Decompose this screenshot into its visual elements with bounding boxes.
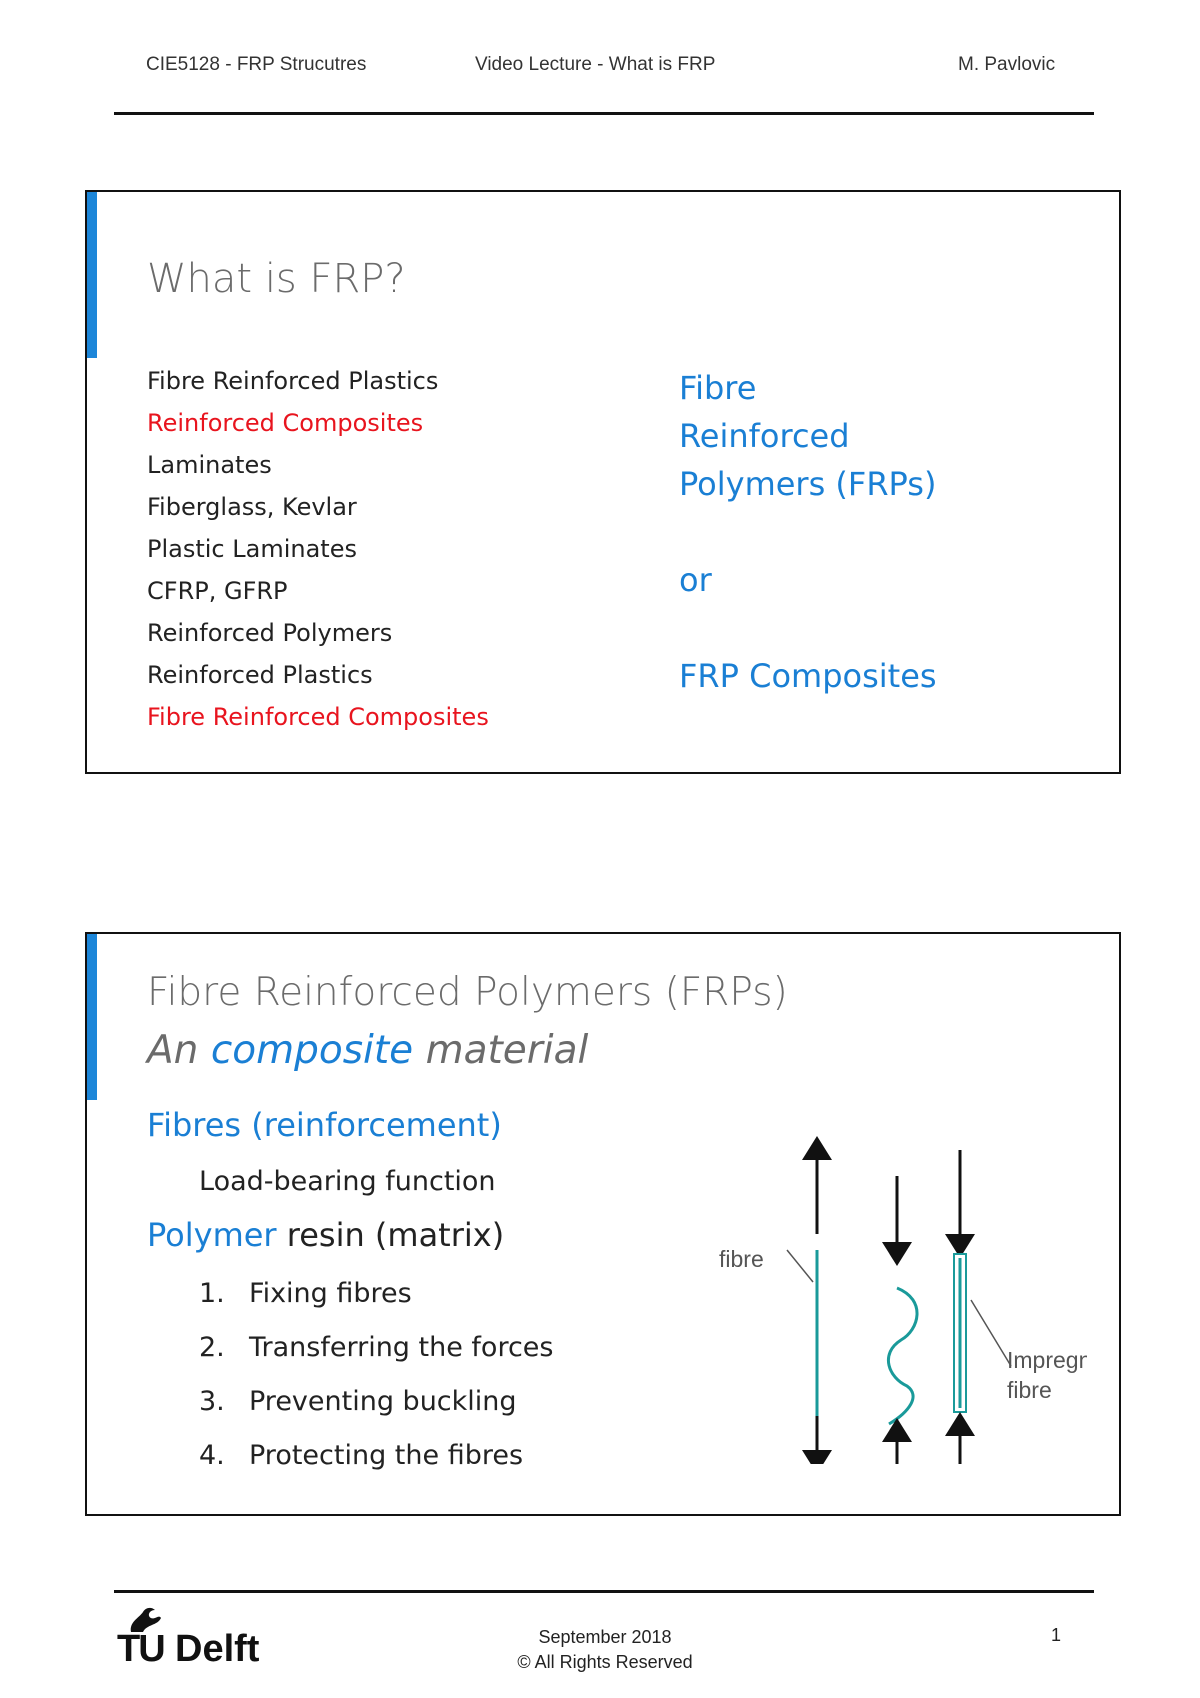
impregnated-label-line-1: Impregnated [1007,1347,1087,1373]
slide-title: Fibre Reinforced Polymers (FRPs) [147,970,788,1015]
footer-rights: © All Rights Reserved [517,1652,693,1672]
function-item: 3.Preventing buckling [199,1386,517,1417]
footer-date: September 2018 [538,1627,672,1647]
preferred-term-or: or [679,561,712,599]
preferred-term-line-1: Fibre [679,369,757,407]
term-list-item: Fibre Reinforced Composites [147,703,489,731]
page-number: 1 [1050,1625,1061,1645]
term-list-item: Reinforced Plastics [147,661,373,689]
footer-rule [114,1590,1094,1593]
term-list-item: Reinforced Polymers [147,619,393,647]
slide-accent-bar [87,192,97,358]
fibres-heading: Fibres (reinforcement) [147,1106,502,1144]
preferred-term-alt: FRP Composites [679,657,937,695]
preferred-term-line-3: Polymers (FRPs) [679,465,937,503]
preferred-term-line-2: Reinforced [679,417,850,455]
flame-icon [130,1607,161,1632]
term-list-item: Laminates [147,451,272,479]
function-item: 1.Fixing fibres [199,1278,412,1309]
term-list-item: Fibre Reinforced Plastics [147,367,439,395]
subtitle-highlight: composite [210,1028,414,1073]
fibre-label: fibre [719,1246,764,1272]
term-list-item: CFRP, GFRP [147,577,288,605]
preferred-terms: Fibre Reinforced Polymers (FRPs) or FRP … [679,364,937,700]
impregnated-label-line-2: fibre [1007,1377,1052,1403]
header-course: CIE5128 - FRP Strucutres [146,54,367,75]
header-rule [114,112,1094,115]
fibres-description: Load-bearing function [199,1166,496,1197]
fibre-label-leader [786,1249,814,1283]
header-author: M. Pavlovic [958,54,1056,75]
function-item: 4.Protecting the fibres [199,1440,524,1471]
slide-title: What is FRP? [147,256,406,302]
tu-delft-logo: TU Delft [117,1604,277,1670]
subtitle-pre: An [147,1028,199,1073]
fibre-loading-diagram: fibre Impregnated fibre [719,1136,1087,1464]
logo-tu: TU [117,1628,166,1670]
term-list-item: Fiberglass, Kevlar [147,493,357,521]
polymer-heading-highlight: Polymer [147,1216,277,1254]
header-lecture: Video Lecture - What is FRP [475,54,716,75]
term-list-item: Plastic Laminates [147,535,357,563]
impregnated-label-leader [970,1299,1012,1367]
slide-accent-bar [87,934,97,1100]
slide-subtitle: An composite material [147,1028,588,1073]
subtitle-post: material [425,1028,589,1073]
polymer-heading: Polymer resin (matrix) [147,1216,504,1254]
function-item: 2.Transferring the forces [199,1332,554,1363]
logo-delft: Delft [175,1628,260,1670]
buckled-fibre [887,1286,919,1426]
term-list-item: Reinforced Composites [147,409,424,437]
slide-frp-composite: Fibre Reinforced Polymers (FRPs) An comp… [85,932,1121,1516]
polymer-heading-rest: resin (matrix) [286,1216,505,1254]
